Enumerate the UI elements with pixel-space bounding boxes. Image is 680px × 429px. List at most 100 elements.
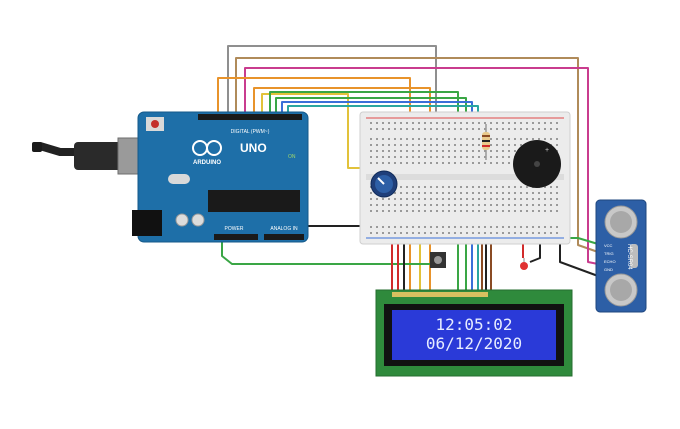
breadboard-hole bbox=[502, 128, 504, 130]
breadboard-hole bbox=[508, 204, 510, 206]
breadboard-hole bbox=[520, 138, 522, 140]
breadboard-hole bbox=[376, 156, 378, 158]
breadboard-hole bbox=[508, 210, 510, 212]
breadboard-hole bbox=[370, 156, 372, 158]
breadboard-hole bbox=[448, 138, 450, 140]
breadboard-hole bbox=[388, 226, 390, 228]
breadboard-hole bbox=[400, 204, 402, 206]
breadboard-hole bbox=[370, 226, 372, 228]
breadboard-hole bbox=[520, 210, 522, 212]
breadboard-hole bbox=[412, 198, 414, 200]
breadboard-hole bbox=[430, 186, 432, 188]
breadboard-hole bbox=[442, 226, 444, 228]
breadboard-hole bbox=[466, 128, 468, 130]
breadboard-hole bbox=[418, 150, 420, 152]
breadboard-hole bbox=[412, 226, 414, 228]
breadboard-hole bbox=[406, 186, 408, 188]
breadboard-hole bbox=[388, 122, 390, 124]
breadboard-hole bbox=[478, 150, 480, 152]
breadboard-hole bbox=[412, 204, 414, 206]
breadboard-hole bbox=[514, 144, 516, 146]
breadboard-hole bbox=[424, 226, 426, 228]
breadboard-hole bbox=[550, 198, 552, 200]
breadboard-hole bbox=[454, 156, 456, 158]
breadboard-hole bbox=[382, 198, 384, 200]
breadboard-hole bbox=[370, 128, 372, 130]
breadboard-hole bbox=[496, 204, 498, 206]
breadboard-hole bbox=[508, 144, 510, 146]
breadboard-hole bbox=[460, 210, 462, 212]
breadboard-hole bbox=[484, 150, 486, 152]
breadboard-hole bbox=[376, 198, 378, 200]
breadboard-hole bbox=[418, 226, 420, 228]
breadboard-hole bbox=[532, 128, 534, 130]
analog-header bbox=[264, 234, 304, 240]
breadboard-hole bbox=[394, 226, 396, 228]
breadboard-hole bbox=[532, 204, 534, 206]
breadboard-hole bbox=[544, 204, 546, 206]
breadboard-hole bbox=[460, 150, 462, 152]
breadboard-hole bbox=[424, 122, 426, 124]
breadboard-hole bbox=[430, 150, 432, 152]
breadboard-hole bbox=[382, 204, 384, 206]
breadboard-hole bbox=[424, 186, 426, 188]
breadboard-hole bbox=[508, 162, 510, 164]
sensor-crystal bbox=[630, 244, 638, 268]
breadboard-hole bbox=[478, 138, 480, 140]
arduino-board bbox=[137, 111, 309, 243]
analog-label: ANALOG IN bbox=[270, 226, 298, 232]
breadboard-hole bbox=[472, 150, 474, 152]
breadboard-hole bbox=[556, 204, 558, 206]
breadboard-hole bbox=[412, 138, 414, 140]
breadboard-hole bbox=[472, 162, 474, 164]
breadboard-hole bbox=[490, 198, 492, 200]
breadboard-hole bbox=[526, 128, 528, 130]
breadboard-hole bbox=[376, 122, 378, 124]
breadboard-hole bbox=[460, 192, 462, 194]
breadboard-hole bbox=[484, 122, 486, 124]
breadboard-hole bbox=[388, 156, 390, 158]
breadboard-hole bbox=[406, 210, 408, 212]
breadboard-hole bbox=[466, 232, 468, 234]
breadboard-hole bbox=[466, 150, 468, 152]
sensor-pin-trig: TRIG bbox=[604, 251, 614, 256]
breadboard-hole bbox=[442, 144, 444, 146]
breadboard-hole bbox=[484, 198, 486, 200]
breadboard-hole bbox=[448, 122, 450, 124]
breadboard-hole bbox=[478, 210, 480, 212]
breadboard-hole bbox=[424, 156, 426, 158]
breadboard-hole bbox=[538, 138, 540, 140]
breadboard-hole bbox=[436, 128, 438, 130]
breadboard-hole bbox=[388, 204, 390, 206]
breadboard-hole bbox=[484, 186, 486, 188]
breadboard-hole bbox=[394, 156, 396, 158]
breadboard-hole bbox=[460, 204, 462, 206]
breadboard-hole bbox=[550, 226, 552, 228]
breadboard-hole bbox=[400, 162, 402, 164]
breadboard-hole bbox=[538, 204, 540, 206]
breadboard-hole bbox=[430, 156, 432, 158]
breadboard-hole bbox=[370, 204, 372, 206]
breadboard-hole bbox=[376, 210, 378, 212]
breadboard-hole bbox=[388, 198, 390, 200]
breadboard-hole bbox=[514, 150, 516, 152]
breadboard-hole bbox=[484, 204, 486, 206]
breadboard-hole bbox=[442, 156, 444, 158]
breadboard-hole bbox=[412, 144, 414, 146]
breadboard-hole bbox=[490, 186, 492, 188]
breadboard-hole bbox=[526, 138, 528, 140]
breadboard-hole bbox=[496, 138, 498, 140]
breadboard-hole bbox=[370, 122, 372, 124]
breadboard-hole bbox=[400, 210, 402, 212]
breadboard-hole bbox=[454, 162, 456, 164]
breadboard-hole bbox=[466, 192, 468, 194]
breadboard-hole bbox=[388, 150, 390, 152]
breadboard-hole bbox=[406, 162, 408, 164]
breadboard-hole bbox=[424, 162, 426, 164]
breadboard-hole bbox=[382, 232, 384, 234]
breadboard-hole bbox=[520, 192, 522, 194]
piezo-buzzer: + bbox=[513, 140, 561, 188]
wire-gray bbox=[227, 45, 437, 170]
breadboard-hole bbox=[544, 122, 546, 124]
breadboard-hole bbox=[526, 210, 528, 212]
